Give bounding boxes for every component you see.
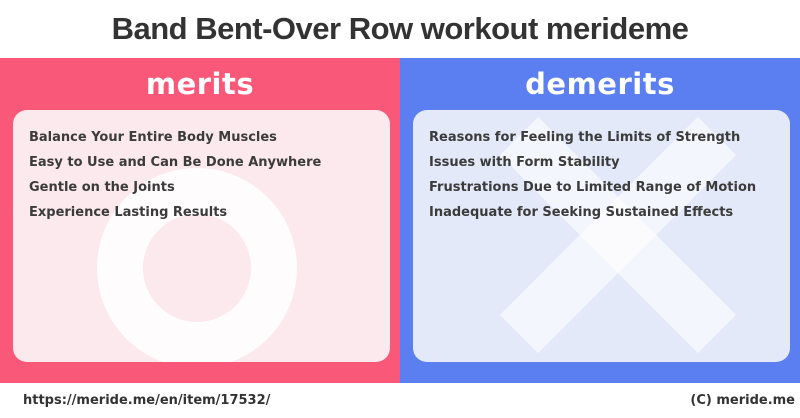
comparison-columns: merits Balance Your Entire Body Muscles … <box>0 58 800 383</box>
demerit-item: Frustrations Due to Limited Range of Mot… <box>429 180 757 195</box>
demerits-list: Reasons for Feeling the Limits of Streng… <box>413 110 790 240</box>
merit-item: Gentle on the Joints <box>29 180 175 195</box>
demerits-heading: demerits <box>525 67 675 101</box>
demerits-card: Reasons for Feeling the Limits of Streng… <box>413 110 790 362</box>
demerit-item: Inadequate for Seeking Sustained Effects <box>429 205 734 220</box>
merits-card: Balance Your Entire Body Muscles Easy to… <box>13 110 390 362</box>
footer: https://meride.me/en/item/17532/ (C) mer… <box>0 383 800 418</box>
merits-panel: merits Balance Your Entire Body Muscles … <box>0 58 400 383</box>
header: Band Bent-Over Row workout merideme <box>0 0 800 58</box>
demerit-item: Reasons for Feeling the Limits of Streng… <box>429 130 741 145</box>
source-url: https://meride.me/en/item/17532/ <box>23 393 271 408</box>
demerits-panel: demerits Reasons for Feeling the Limits … <box>400 58 800 383</box>
merit-item: Balance Your Entire Body Muscles <box>29 130 277 145</box>
copyright: (C) meride.me <box>690 393 795 408</box>
merits-heading: merits <box>145 67 255 101</box>
merits-list: Balance Your Entire Body Muscles Easy to… <box>13 110 390 240</box>
page-title: Band Bent-Over Row workout merideme <box>111 11 689 46</box>
merit-item: Experience Lasting Results <box>29 205 228 220</box>
demerit-item: Issues with Form Stability <box>429 155 620 170</box>
merit-item: Easy to Use and Can Be Done Anywhere <box>29 155 322 170</box>
